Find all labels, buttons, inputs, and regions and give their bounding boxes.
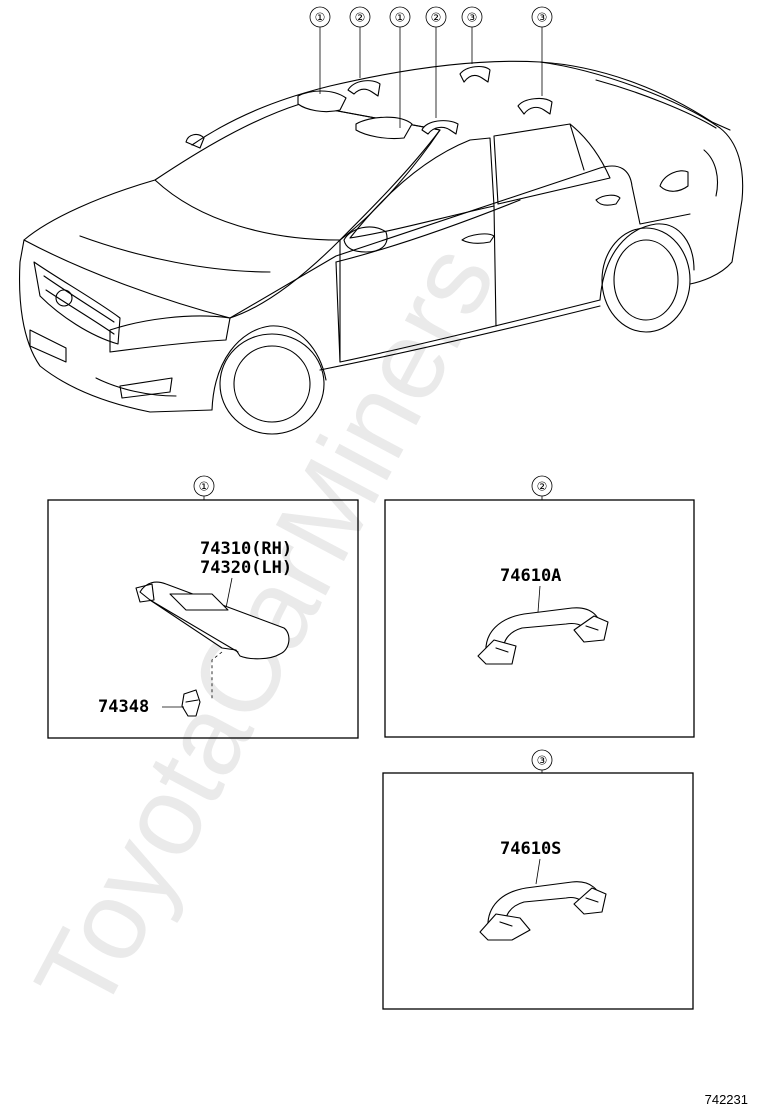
grip-3b-on-car bbox=[517, 97, 553, 115]
panel-2-box bbox=[384, 499, 695, 738]
panel-1-box bbox=[47, 499, 359, 739]
grip-2b-on-car bbox=[421, 120, 459, 135]
callout-2b-text: ② bbox=[431, 11, 442, 25]
panel-assist-grip-a: ② 74610A bbox=[384, 475, 695, 738]
visor-clip-drawing bbox=[181, 689, 201, 717]
car-illustration bbox=[19, 27, 744, 435]
callout-2a: ② bbox=[349, 6, 371, 28]
callout-1b: ① bbox=[389, 6, 411, 28]
panel-1-marker: ① bbox=[199, 480, 210, 494]
part-number-74610a: 74610A bbox=[500, 566, 561, 586]
panel-2-marker: ② bbox=[537, 480, 548, 494]
part-number-74320: 74320(LH) bbox=[200, 558, 292, 578]
part-number-74348: 74348 bbox=[98, 697, 149, 717]
part-number-74310: 74310(RH) bbox=[200, 539, 292, 559]
grip-2a-on-car bbox=[347, 80, 381, 97]
visor-lh-on-car bbox=[297, 90, 347, 113]
panel-sun-visor: ① 74310(RH) 74320(LH) 74348 bbox=[47, 475, 359, 739]
callout-3a: ③ bbox=[461, 6, 483, 28]
callout-2a-text: ② bbox=[355, 11, 366, 25]
callout-1a-text: ① bbox=[315, 11, 326, 25]
panel-3-marker: ③ bbox=[537, 754, 548, 768]
panel-assist-grip-s: ③ 74610S bbox=[382, 749, 694, 1010]
callout-1b-text: ① bbox=[395, 11, 406, 25]
visor-rh-on-car bbox=[355, 116, 413, 140]
callout-3b-text: ③ bbox=[537, 11, 548, 25]
callout-2b: ② bbox=[425, 6, 447, 28]
callout-3b: ③ bbox=[531, 6, 553, 28]
panel-3-box bbox=[382, 772, 694, 1010]
diagram-code: 742231 bbox=[705, 1092, 748, 1107]
callout-1a: ① bbox=[309, 6, 331, 28]
part-number-74610s: 74610S bbox=[500, 839, 561, 859]
grip-3a-on-car bbox=[459, 65, 491, 83]
callout-3a-text: ③ bbox=[467, 11, 478, 25]
